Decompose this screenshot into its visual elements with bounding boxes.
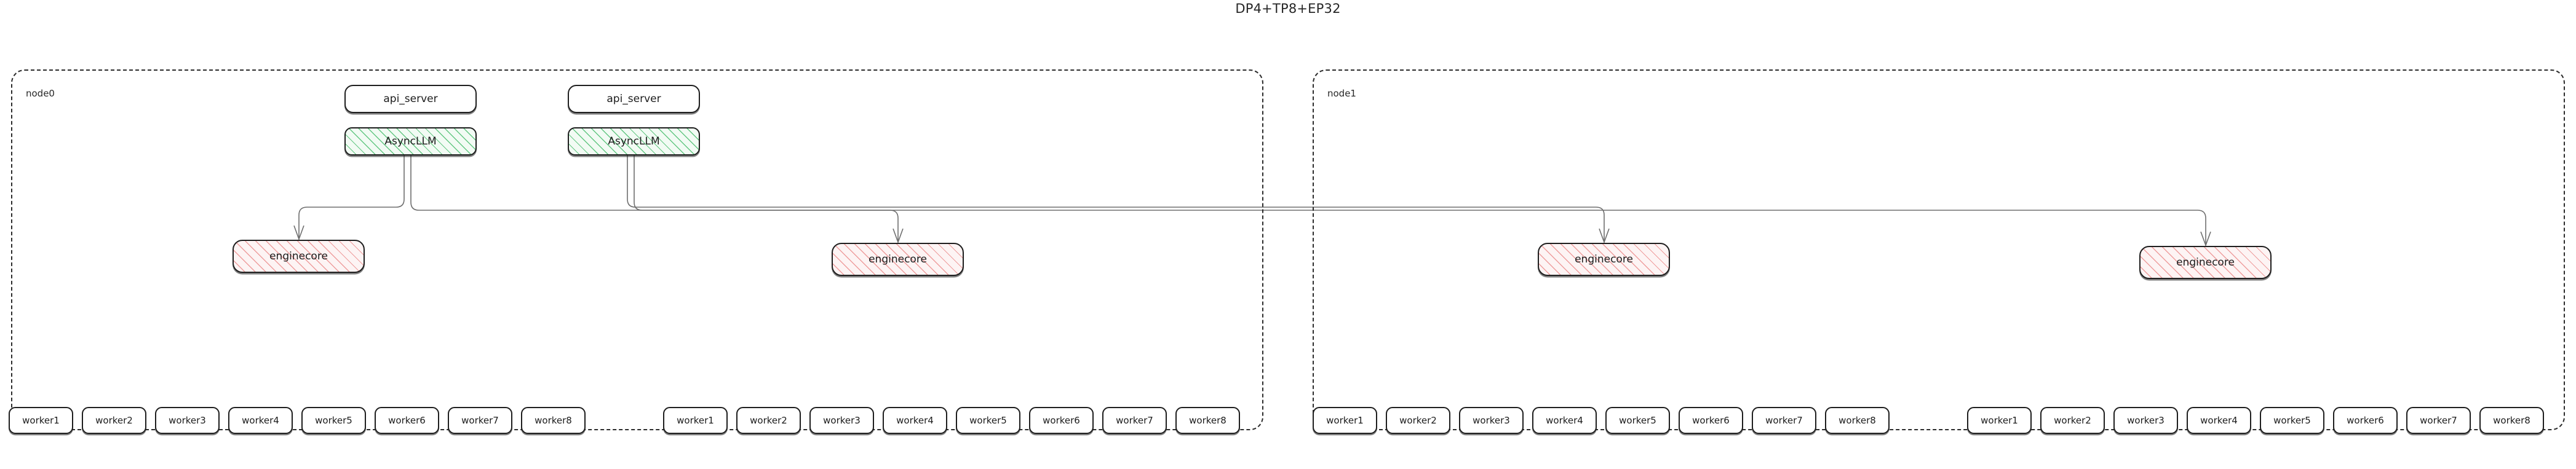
worker-label: worker8: [535, 415, 572, 426]
node-container-node0: [11, 69, 1263, 430]
worker-label: worker6: [1043, 415, 1080, 426]
asyncllm-box-0-label: AsyncLLM: [384, 135, 437, 148]
worker-label: worker5: [2273, 415, 2311, 426]
api-server-box-0-label: api_server: [383, 93, 438, 105]
worker-box-node0-group1-worker7[interactable]: worker7: [1102, 407, 1167, 434]
worker-box-node0-group0-worker2[interactable]: worker2: [82, 407, 146, 434]
worker-box-node1-group1-worker4[interactable]: worker4: [2187, 407, 2251, 434]
worker-label: worker7: [1765, 415, 1803, 426]
worker-label: worker6: [2347, 415, 2384, 426]
worker-box-node1-group1-worker1[interactable]: worker1: [1967, 407, 2032, 434]
enginecore-box-1-label: enginecore: [869, 253, 927, 266]
worker-box-node0-group1-worker1[interactable]: worker1: [663, 407, 728, 434]
enginecore-box-0[interactable]: enginecore: [233, 240, 365, 273]
worker-label: worker4: [242, 415, 279, 426]
worker-label: worker7: [1116, 415, 1153, 426]
enginecore-box-1[interactable]: enginecore: [832, 243, 964, 276]
worker-label: worker1: [677, 415, 714, 426]
worker-box-node1-group1-worker2[interactable]: worker2: [2040, 407, 2105, 434]
worker-label: worker5: [1619, 415, 1656, 426]
worker-label: worker3: [2127, 415, 2165, 426]
node-container-node1: [1313, 69, 2565, 430]
worker-box-node1-group1-worker8[interactable]: worker8: [2479, 407, 2544, 434]
worker-label: worker7: [461, 415, 499, 426]
worker-label: worker6: [1692, 415, 1730, 426]
enginecore-box-3[interactable]: enginecore: [2139, 246, 2272, 279]
worker-box-node0-group1-worker8[interactable]: worker8: [1175, 407, 1240, 434]
enginecore-box-0-label: enginecore: [269, 250, 328, 262]
worker-box-node1-group1-worker6[interactable]: worker6: [2333, 407, 2398, 434]
worker-box-node0-group0-worker3[interactable]: worker3: [155, 407, 220, 434]
enginecore-box-2-label: enginecore: [1575, 253, 1633, 266]
worker-label: worker2: [1399, 415, 1437, 426]
worker-box-node0-group0-worker5[interactable]: worker5: [301, 407, 366, 434]
worker-label: worker8: [1189, 415, 1226, 426]
asyncllm-box-1-label: AsyncLLM: [608, 135, 660, 148]
asyncllm-box-1[interactable]: AsyncLLM: [568, 127, 700, 156]
worker-label: worker2: [2054, 415, 2091, 426]
worker-box-node0-group0-worker4[interactable]: worker4: [228, 407, 293, 434]
worker-label: worker3: [1473, 415, 1510, 426]
worker-box-node1-group1-worker5[interactable]: worker5: [2260, 407, 2324, 434]
enginecore-box-2[interactable]: enginecore: [1538, 243, 1670, 276]
worker-box-node1-group1-worker3[interactable]: worker3: [2113, 407, 2178, 434]
worker-box-node0-group1-worker3[interactable]: worker3: [809, 407, 874, 434]
enginecore-box-3-label: enginecore: [2176, 256, 2235, 269]
api-server-box-1-label: api_server: [606, 93, 661, 105]
worker-label: worker1: [1981, 415, 2018, 426]
worker-label: worker3: [823, 415, 861, 426]
worker-box-node0-group0-worker8[interactable]: worker8: [521, 407, 586, 434]
worker-label: worker4: [1546, 415, 1583, 426]
worker-box-node1-group0-worker5[interactable]: worker5: [1605, 407, 1670, 434]
diagram-title: DP4+TP8+EP32: [1235, 1, 1341, 16]
api-server-box-1[interactable]: api_server: [568, 85, 700, 113]
worker-label: worker8: [1839, 415, 1876, 426]
worker-box-node1-group0-worker6[interactable]: worker6: [1679, 407, 1743, 434]
worker-label: worker5: [969, 415, 1007, 426]
worker-box-node1-group0-worker2[interactable]: worker2: [1386, 407, 1450, 434]
worker-label: worker4: [2200, 415, 2238, 426]
worker-box-node1-group0-worker1[interactable]: worker1: [1313, 407, 1377, 434]
worker-box-node0-group1-worker4[interactable]: worker4: [883, 407, 947, 434]
worker-label: worker2: [95, 415, 133, 426]
worker-label: worker1: [1326, 415, 1364, 426]
worker-box-node0-group0-worker6[interactable]: worker6: [375, 407, 439, 434]
worker-label: worker8: [2493, 415, 2530, 426]
asyncllm-box-0[interactable]: AsyncLLM: [344, 127, 477, 156]
worker-label: worker4: [896, 415, 934, 426]
api-server-box-0[interactable]: api_server: [344, 85, 477, 113]
worker-label: worker2: [750, 415, 787, 426]
worker-box-node1-group0-worker7[interactable]: worker7: [1752, 407, 1816, 434]
worker-box-node1-group0-worker4[interactable]: worker4: [1532, 407, 1597, 434]
node-label-node0: node0: [26, 88, 55, 99]
worker-label: worker3: [169, 415, 206, 426]
worker-box-node1-group0-worker8[interactable]: worker8: [1825, 407, 1890, 434]
worker-box-node1-group0-worker3[interactable]: worker3: [1459, 407, 1524, 434]
worker-label: worker1: [22, 415, 60, 426]
node-label-node1: node1: [1327, 88, 1356, 99]
worker-box-node0-group1-worker6[interactable]: worker6: [1029, 407, 1094, 434]
worker-box-node0-group1-worker2[interactable]: worker2: [736, 407, 801, 434]
worker-label: worker5: [315, 415, 352, 426]
worker-box-node1-group1-worker7[interactable]: worker7: [2406, 407, 2471, 434]
worker-label: worker6: [388, 415, 426, 426]
worker-box-node0-group0-worker7[interactable]: worker7: [448, 407, 512, 434]
worker-label: worker7: [2420, 415, 2457, 426]
worker-box-node0-group1-worker5[interactable]: worker5: [956, 407, 1020, 434]
worker-box-node0-group0-worker1[interactable]: worker1: [9, 407, 73, 434]
